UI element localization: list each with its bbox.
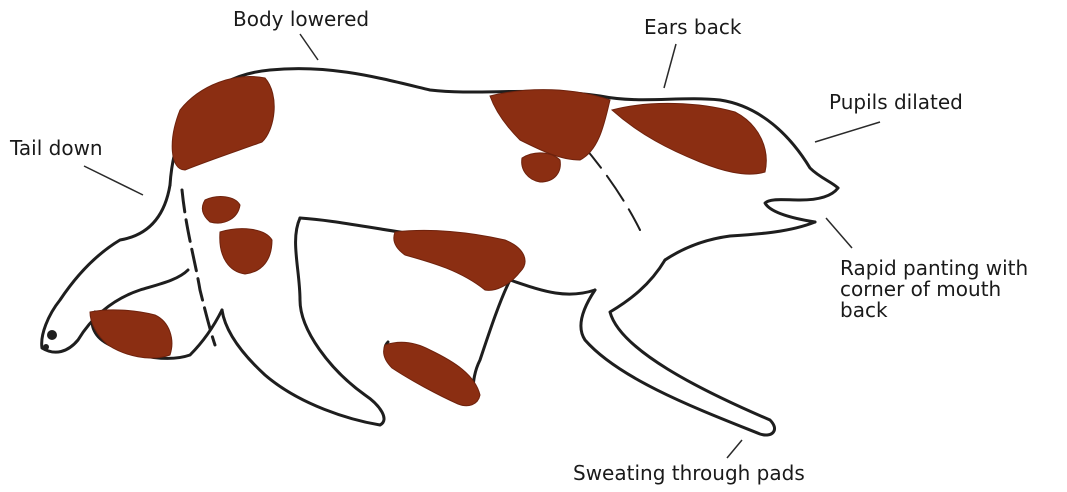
leader-body-lowered — [300, 34, 318, 60]
patch-head — [612, 103, 766, 174]
label-ears-back: Ears back — [644, 16, 741, 38]
tail-tip-mark-2 — [43, 344, 49, 350]
label-sweating-pads: Sweating through pads — [573, 462, 805, 484]
label-rapid-panting: Rapid panting with corner of mouth back — [840, 258, 1028, 321]
patch-belly — [394, 230, 525, 290]
label-rapid-panting-line3: back — [840, 300, 1028, 321]
patch-tail — [90, 310, 172, 358]
patch-thigh-2 — [220, 229, 272, 274]
leader-sweating — [727, 440, 742, 458]
dog-front-leg-far — [581, 260, 775, 435]
leader-panting — [826, 218, 852, 248]
label-rapid-panting-line1: Rapid panting with — [840, 258, 1028, 279]
dog-front-leg-near — [470, 280, 595, 402]
label-pupils-dilated: Pupils dilated — [829, 91, 963, 113]
patch-thigh-1 — [202, 197, 240, 223]
patch-neck-small — [522, 153, 561, 182]
patch-back — [490, 90, 610, 160]
patch-rump — [172, 77, 274, 170]
label-body-lowered: Body lowered — [233, 8, 369, 30]
leader-pupils-dilated — [815, 122, 880, 142]
patch-front-paw — [384, 342, 480, 405]
label-tail-down: Tail down — [10, 137, 103, 159]
tail-tip-mark — [47, 330, 57, 340]
leader-ears-back — [664, 44, 676, 88]
dog-snout-outline — [765, 188, 838, 222]
label-rapid-panting-line2: corner of mouth — [840, 279, 1028, 300]
dog-chin-neck-outline — [665, 222, 815, 260]
leader-tail-down — [84, 166, 143, 195]
